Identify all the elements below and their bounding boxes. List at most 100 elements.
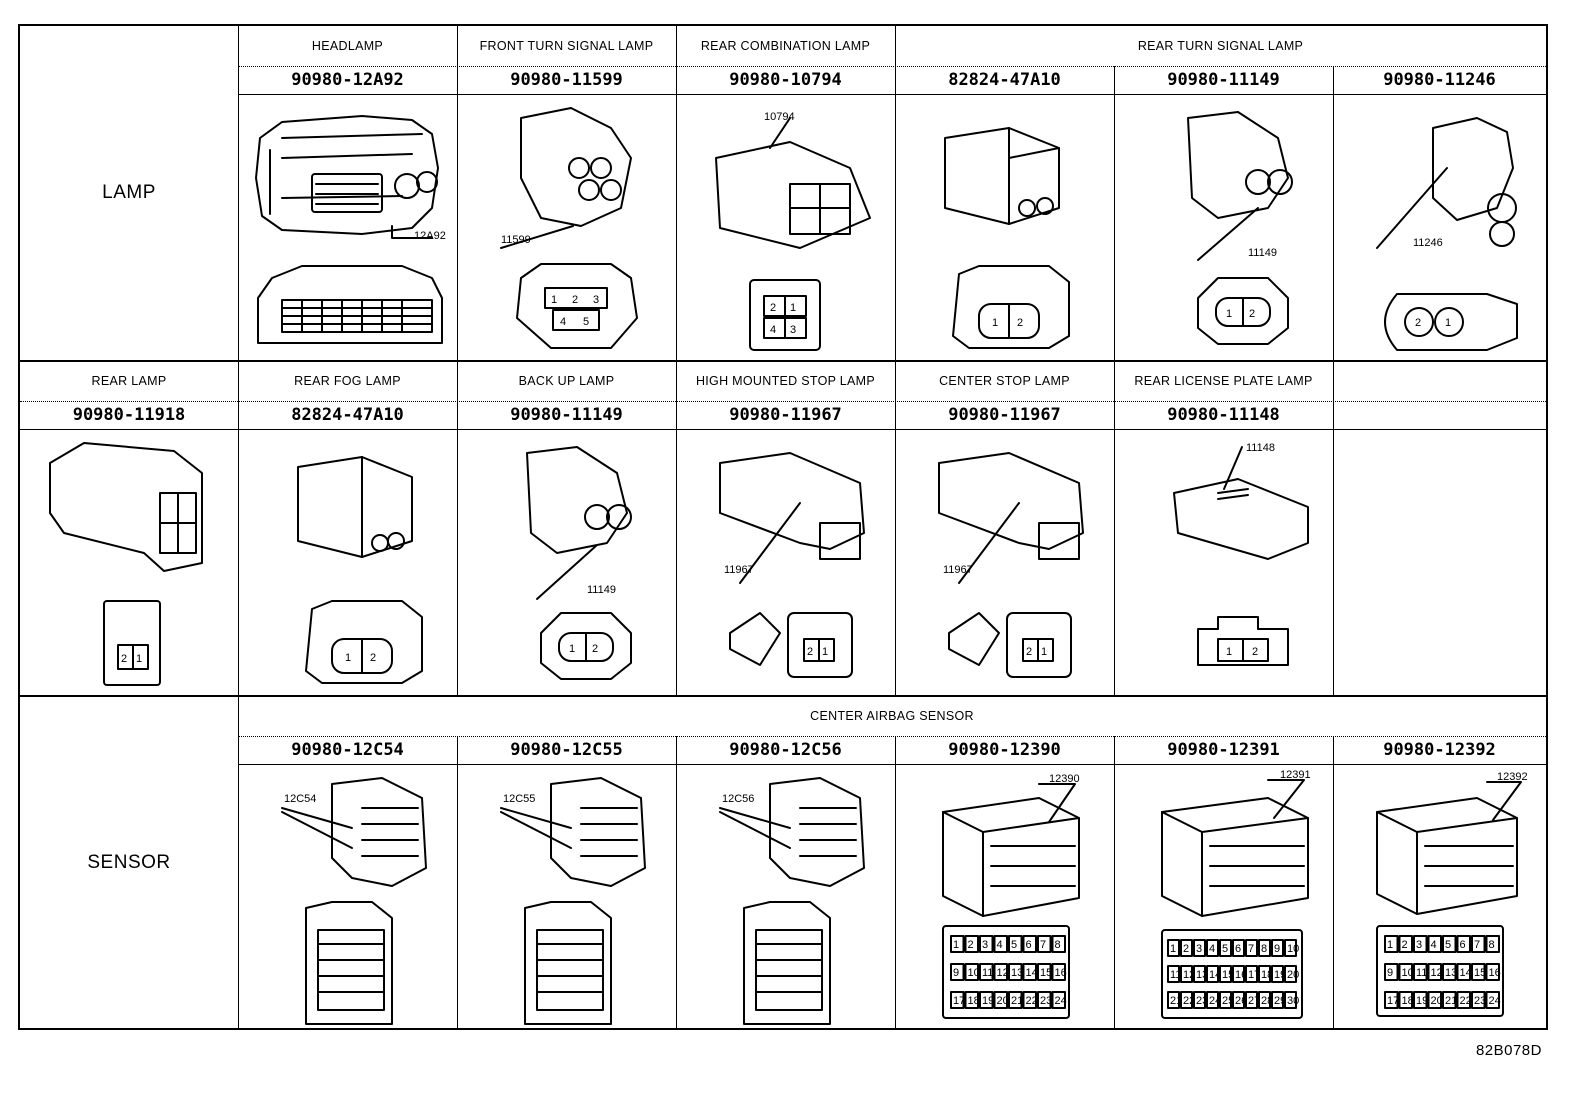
- svg-text:1: 1: [1041, 646, 1047, 658]
- svg-text:2: 2: [121, 653, 127, 665]
- pin-number: 1: [953, 939, 959, 951]
- pin-number: 20: [1287, 969, 1299, 981]
- section-lamp-2: REAR LAMP REAR FOG LAMP BACK UP LAMP HIG…: [20, 361, 1546, 695]
- back-up-lamp-connector-drawing: 11149 1 2: [461, 433, 672, 691]
- high-mounted-stop-lamp-connector-drawing: 11967 2 1: [680, 433, 891, 691]
- pin-number: 11: [1416, 967, 1427, 979]
- pin-number: 17: [1387, 995, 1399, 1007]
- callout-label: 11149: [1248, 247, 1277, 259]
- column-name-front-turn-signal-lamp: FRONT TURN SIGNAL LAMP: [479, 39, 654, 53]
- pin-number: 21: [1445, 995, 1457, 1007]
- pin-number: 24: [1209, 995, 1221, 1007]
- pin-number: 22: [1026, 995, 1038, 1007]
- pin-number: 2: [1183, 943, 1189, 955]
- pin-number: 5: [1222, 943, 1228, 955]
- rear-license-plate-lamp-connector-drawing: 11148 1 2: [1118, 433, 1329, 691]
- pin-cell: [964, 963, 979, 981]
- callout-label: 11149: [587, 584, 616, 596]
- pin-cell: [1037, 935, 1052, 953]
- part-number: 90980-12C54: [291, 740, 404, 760]
- pin-cell: [1471, 991, 1486, 1009]
- pin-number: 10: [1402, 967, 1414, 979]
- pin-cell: [1284, 939, 1297, 957]
- pin-number: 4: [1431, 939, 1437, 951]
- pin-cell: [1456, 963, 1471, 981]
- pin-cell: [1398, 963, 1413, 981]
- svg-text:1: 1: [992, 317, 998, 329]
- pin-cell: [1167, 939, 1180, 957]
- pin-cell: [1180, 991, 1193, 1009]
- pin-cell: [993, 935, 1008, 953]
- pin-cell: [1413, 991, 1428, 1009]
- pin-number: 17: [953, 995, 965, 1007]
- pin-cell: [979, 991, 994, 1009]
- column-name-rear-combination-lamp: REAR COMBINATION LAMP: [700, 39, 871, 53]
- svg-text:1: 1: [790, 302, 796, 314]
- callout-label: 12391: [1280, 769, 1311, 781]
- pin-number: 19: [1274, 969, 1286, 981]
- pin-cell: [1485, 991, 1500, 1009]
- pin-number: 12: [1183, 969, 1195, 981]
- pin-cell: [1245, 991, 1258, 1009]
- pin-number: 10: [1287, 943, 1299, 955]
- svg-text:1: 1: [136, 653, 142, 665]
- svg-text:2: 2: [370, 652, 376, 664]
- pin-cell: [1022, 963, 1037, 981]
- pin-number: 15: [1040, 967, 1052, 979]
- svg-text:5: 5: [583, 316, 589, 328]
- callout-label: 12392: [1497, 771, 1528, 783]
- pin-cell: [1180, 939, 1193, 957]
- figure-code: 82B078D: [1475, 1042, 1542, 1059]
- pin-cell: [1167, 991, 1180, 1009]
- pin-cell: [1232, 991, 1245, 1009]
- pin-number: 16: [1235, 969, 1247, 981]
- pin-cell: [1413, 963, 1428, 981]
- callout-label: 11246: [1413, 237, 1443, 249]
- connector-82824-47a10-drawing: 1 2: [899, 98, 1110, 356]
- pin-number: 23: [1040, 995, 1052, 1007]
- part-number: 90980-11599: [510, 70, 623, 90]
- pin-cell: [1384, 963, 1399, 981]
- pin-number: 9: [1274, 943, 1280, 955]
- callout-label: 11148: [1246, 442, 1275, 454]
- pin-number: 2: [1402, 939, 1408, 951]
- pin-cell: [1037, 991, 1052, 1009]
- pin-number: 1: [1387, 939, 1393, 951]
- pin-number: 3: [982, 939, 988, 951]
- pin-number: 19: [982, 995, 994, 1007]
- pin-cell: [1398, 991, 1413, 1009]
- connector-12c56-drawing: 12C56: [680, 768, 891, 1026]
- svg-text:1: 1: [1226, 308, 1232, 320]
- pin-cell: [1193, 965, 1206, 983]
- section-sensor: SENSOR CENTER AIRBAG SENSOR 90980-12C54 …: [20, 696, 1546, 1030]
- pin-cell: [1008, 991, 1023, 1009]
- pin-cell: [1219, 965, 1232, 983]
- center-stop-lamp-connector-drawing: 11967 2 1: [899, 433, 1110, 691]
- callout-label: 12C55: [503, 793, 535, 805]
- pin-cell: [1442, 963, 1457, 981]
- front-turn-signal-connector-drawing: 11599 1 2 3 4 5: [461, 98, 672, 356]
- pin-cell: [1022, 991, 1037, 1009]
- pin-number: 23: [1196, 995, 1208, 1007]
- column-name-rear-fog-lamp: REAR FOG LAMP: [294, 374, 401, 388]
- pin-cell: [1022, 935, 1037, 953]
- svg-text:1: 1: [822, 646, 828, 658]
- pin-cell: [964, 991, 979, 1009]
- pin-cell: [1284, 991, 1297, 1009]
- pin-cell: [1206, 991, 1219, 1009]
- pin-cell: [1206, 939, 1219, 957]
- pin-cell: [979, 935, 994, 953]
- part-number: 90980-12391: [1167, 740, 1280, 760]
- svg-text:2: 2: [1026, 646, 1032, 658]
- pin-cell: [1485, 935, 1500, 953]
- pin-number: 5: [1445, 939, 1451, 951]
- part-number: 82824-47A10: [948, 70, 1061, 90]
- pin-cell: [1442, 935, 1457, 953]
- part-number: 90980-10794: [729, 70, 842, 90]
- part-number: 90980-12392: [1383, 740, 1496, 760]
- connector-12c54-drawing: 12C54: [242, 768, 453, 1026]
- pin-cell: [993, 991, 1008, 1009]
- svg-text:1: 1: [1445, 317, 1451, 329]
- column-name-rear-turn-signal-lamp: REAR TURN SIGNAL LAMP: [1137, 39, 1304, 53]
